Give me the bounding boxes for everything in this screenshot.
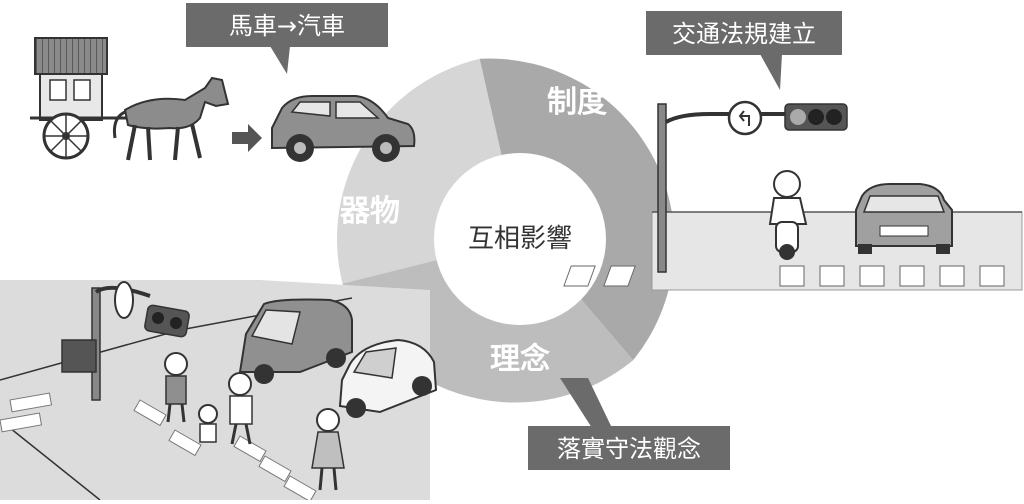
van-illustration — [238, 298, 353, 384]
ring-segment-wuqi — [337, 58, 502, 284]
horse-illustration — [113, 76, 230, 161]
intersection-right-scene — [563, 100, 1023, 291]
crosswalk-stripes-left — [0, 392, 317, 503]
carriage-illustration — [30, 37, 180, 160]
segment-label-linian: 理念 — [490, 342, 550, 377]
callout-traffic-law: 交通法規建立 — [646, 11, 842, 90]
center-label: 互相影響 — [468, 224, 572, 254]
pedestrians-illustration — [164, 352, 345, 491]
callout-carriage-to-car: 馬車→汽車 — [186, 3, 388, 74]
segment-label-zhidu: 制度 — [547, 85, 607, 120]
crosswalk-stripes-right — [563, 265, 1005, 287]
ring-center — [434, 153, 606, 325]
front-car-illustration — [855, 183, 953, 254]
segment-label-wuqi: 器物 — [339, 194, 400, 229]
motorcycle-rider-illustration — [768, 170, 808, 260]
callout-observe-law: 落實守法觀念 — [528, 378, 730, 470]
arrow-icon — [232, 124, 262, 152]
callout-observe-law-text: 落實守法觀念 — [557, 435, 701, 463]
callout-carriage-to-car-text: 馬車→汽車 — [229, 12, 345, 40]
white-car-illustration — [338, 338, 438, 418]
callout-traffic-law-text: 交通法規建立 — [672, 20, 816, 48]
modern-car-illustration — [271, 95, 416, 162]
